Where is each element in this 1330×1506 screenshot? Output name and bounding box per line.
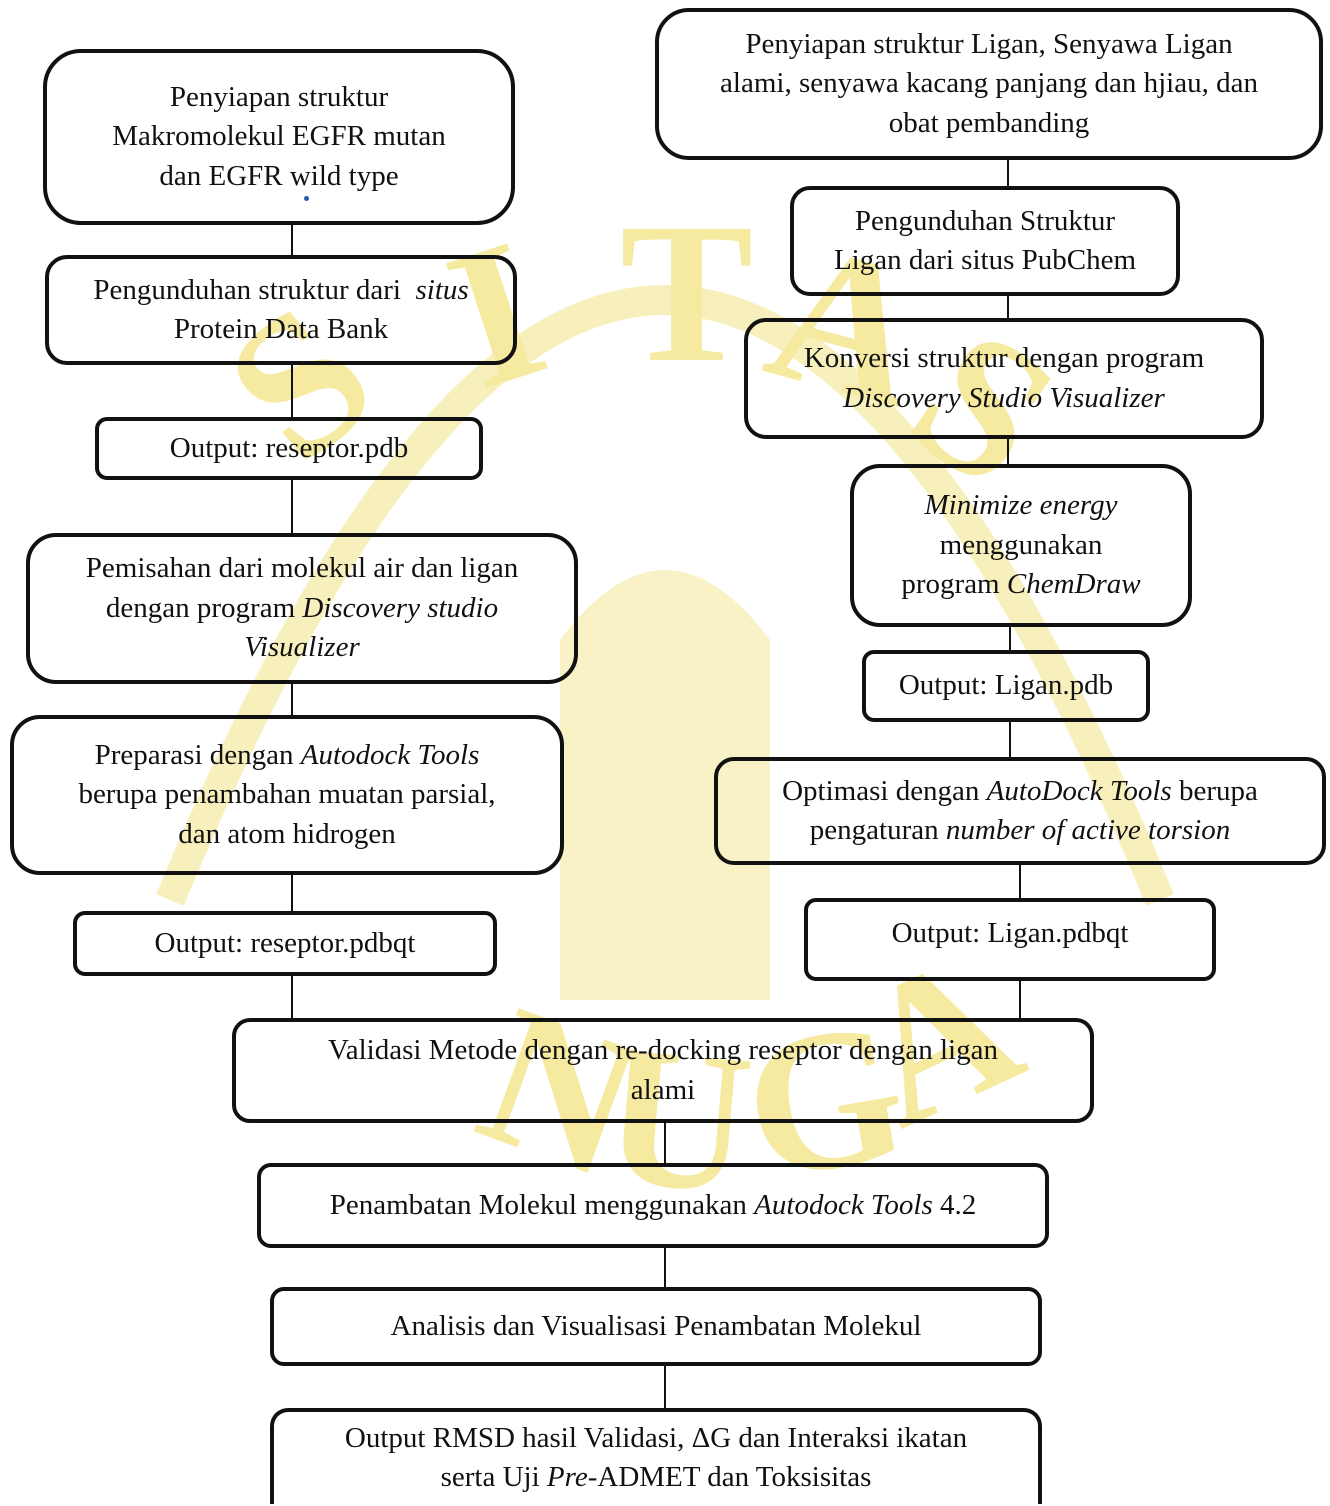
node-text: dan EGFR wild type: [159, 159, 399, 192]
node-text-italic: number of active torsion: [945, 814, 1231, 846]
node-output-ligan-pdbqt: Output: Ligan.pdbqt: [804, 898, 1216, 981]
stray-dot: [304, 196, 309, 201]
node-analisis-visualisasi: Analisis dan Visualisasi Penambatan Mole…: [270, 1287, 1042, 1366]
node-text: Preparasi dengan: [94, 738, 294, 771]
node-text: Output RMSD hasil Validasi, ΔG dan Inter…: [344, 1421, 968, 1454]
node-konversi-struktur: Konversi struktur dengan program Discove…: [744, 318, 1264, 439]
node-text: Pengunduhan struktur dari: [93, 273, 401, 306]
node-text-italic: Pre: [546, 1461, 588, 1493]
node-text: obat pembanding: [888, 106, 1090, 139]
node-optimasi-autodock: Optimasi dengan AutoDock Tools berupa pe…: [714, 757, 1326, 865]
node-text: Output: Ligan.pdb: [898, 669, 1114, 702]
node-text: serta Uji: [440, 1461, 540, 1493]
node-text: dengan program: [105, 591, 296, 624]
node-output-rmsd: Output RMSD hasil Validasi, ΔG dan Inter…: [270, 1408, 1042, 1504]
node-minimize-energy: Minimize energy menggunakan program Chem…: [850, 464, 1192, 627]
node-text: -ADMET dan Toksisitas: [587, 1461, 872, 1493]
node-penyiapan-ligan: Penyiapan struktur Ligan, Senyawa Ligan …: [655, 8, 1323, 160]
node-text-italic: Autodock Tools: [754, 1188, 933, 1221]
node-text-italic: Discovery Studio Visualizer: [843, 381, 1165, 414]
node-penyiapan-makromolekul: Penyiapan struktur Makromolekul EGFR mut…: [43, 49, 515, 225]
node-text: Penyiapan struktur: [169, 80, 389, 113]
node-text-italic: AutoDock Tools: [986, 774, 1172, 807]
node-pemisahan-molekul-air: Pemisahan dari molekul air dan ligan den…: [26, 533, 578, 684]
watermark-emblem: [560, 570, 770, 1000]
node-text: dan atom hidrogen: [178, 817, 396, 850]
node-text: Ligan dari situs PubChem: [833, 244, 1137, 276]
node-text-italic: situs: [415, 273, 469, 306]
node-text: Validasi Metode dengan re-docking resept…: [327, 1034, 998, 1067]
node-text-italic: Discovery studio: [302, 591, 499, 624]
node-text: Penyiapan struktur Ligan, Senyawa Ligan: [745, 27, 1233, 60]
node-text: berupa penambahan muatan parsial,: [78, 778, 496, 811]
node-text: pengaturan: [809, 814, 939, 846]
node-text: Output: Ligan.pdbqt: [891, 917, 1129, 949]
node-text: Pengunduhan Struktur: [854, 204, 1116, 237]
node-text: Optimasi dengan: [782, 774, 980, 807]
node-text: Makromolekul EGFR mutan: [112, 120, 446, 153]
node-text: menggunakan: [939, 528, 1103, 561]
node-pengunduhan-pubchem: Pengunduhan Struktur Ligan dari situs Pu…: [790, 186, 1180, 296]
node-text: Konversi struktur dengan program: [803, 342, 1205, 375]
node-validasi-metode: Validasi Metode dengan re-docking resept…: [232, 1018, 1094, 1123]
node-pengunduhan-pdb: Pengunduhan struktur dari situs Protein …: [45, 255, 517, 365]
node-output-reseptor-pdb: Output: reseptor.pdb: [95, 417, 483, 480]
node-text: program: [901, 568, 1000, 601]
node-text: Pemisahan dari molekul air dan ligan: [85, 552, 519, 585]
node-text: berupa: [1178, 774, 1258, 807]
node-text: Output: reseptor.pdbqt: [154, 926, 416, 959]
node-text-italic: Autodock Tools: [300, 738, 480, 771]
node-output-reseptor-pdbqt: Output: reseptor.pdbqt: [73, 911, 497, 976]
node-text-italic: Visualizer: [244, 631, 360, 664]
node-output-ligan-pdb: Output: Ligan.pdb: [862, 650, 1150, 722]
watermark-emblem-arc: [156, 285, 1174, 906]
node-penambatan-molekul: Penambatan Molekul menggunakan Autodock …: [257, 1163, 1049, 1248]
node-preparasi-autodock: Preparasi dengan Autodock Tools berupa p…: [10, 715, 564, 875]
node-text: alami, senyawa kacang panjang dan hjiau,…: [720, 67, 1258, 100]
node-text: alami: [630, 1073, 696, 1106]
node-text: Penambatan Molekul menggunakan: [329, 1188, 747, 1221]
node-text: 4.2: [940, 1188, 977, 1221]
node-text-italic: Minimize energy: [924, 489, 1118, 522]
node-text-italic: ChemDraw: [1006, 568, 1141, 601]
node-text: Protein Data Bank: [173, 313, 389, 345]
node-text: Analisis dan Visualisasi Penambatan Mole…: [390, 1309, 922, 1342]
node-text: Output: reseptor.pdb: [169, 431, 409, 464]
